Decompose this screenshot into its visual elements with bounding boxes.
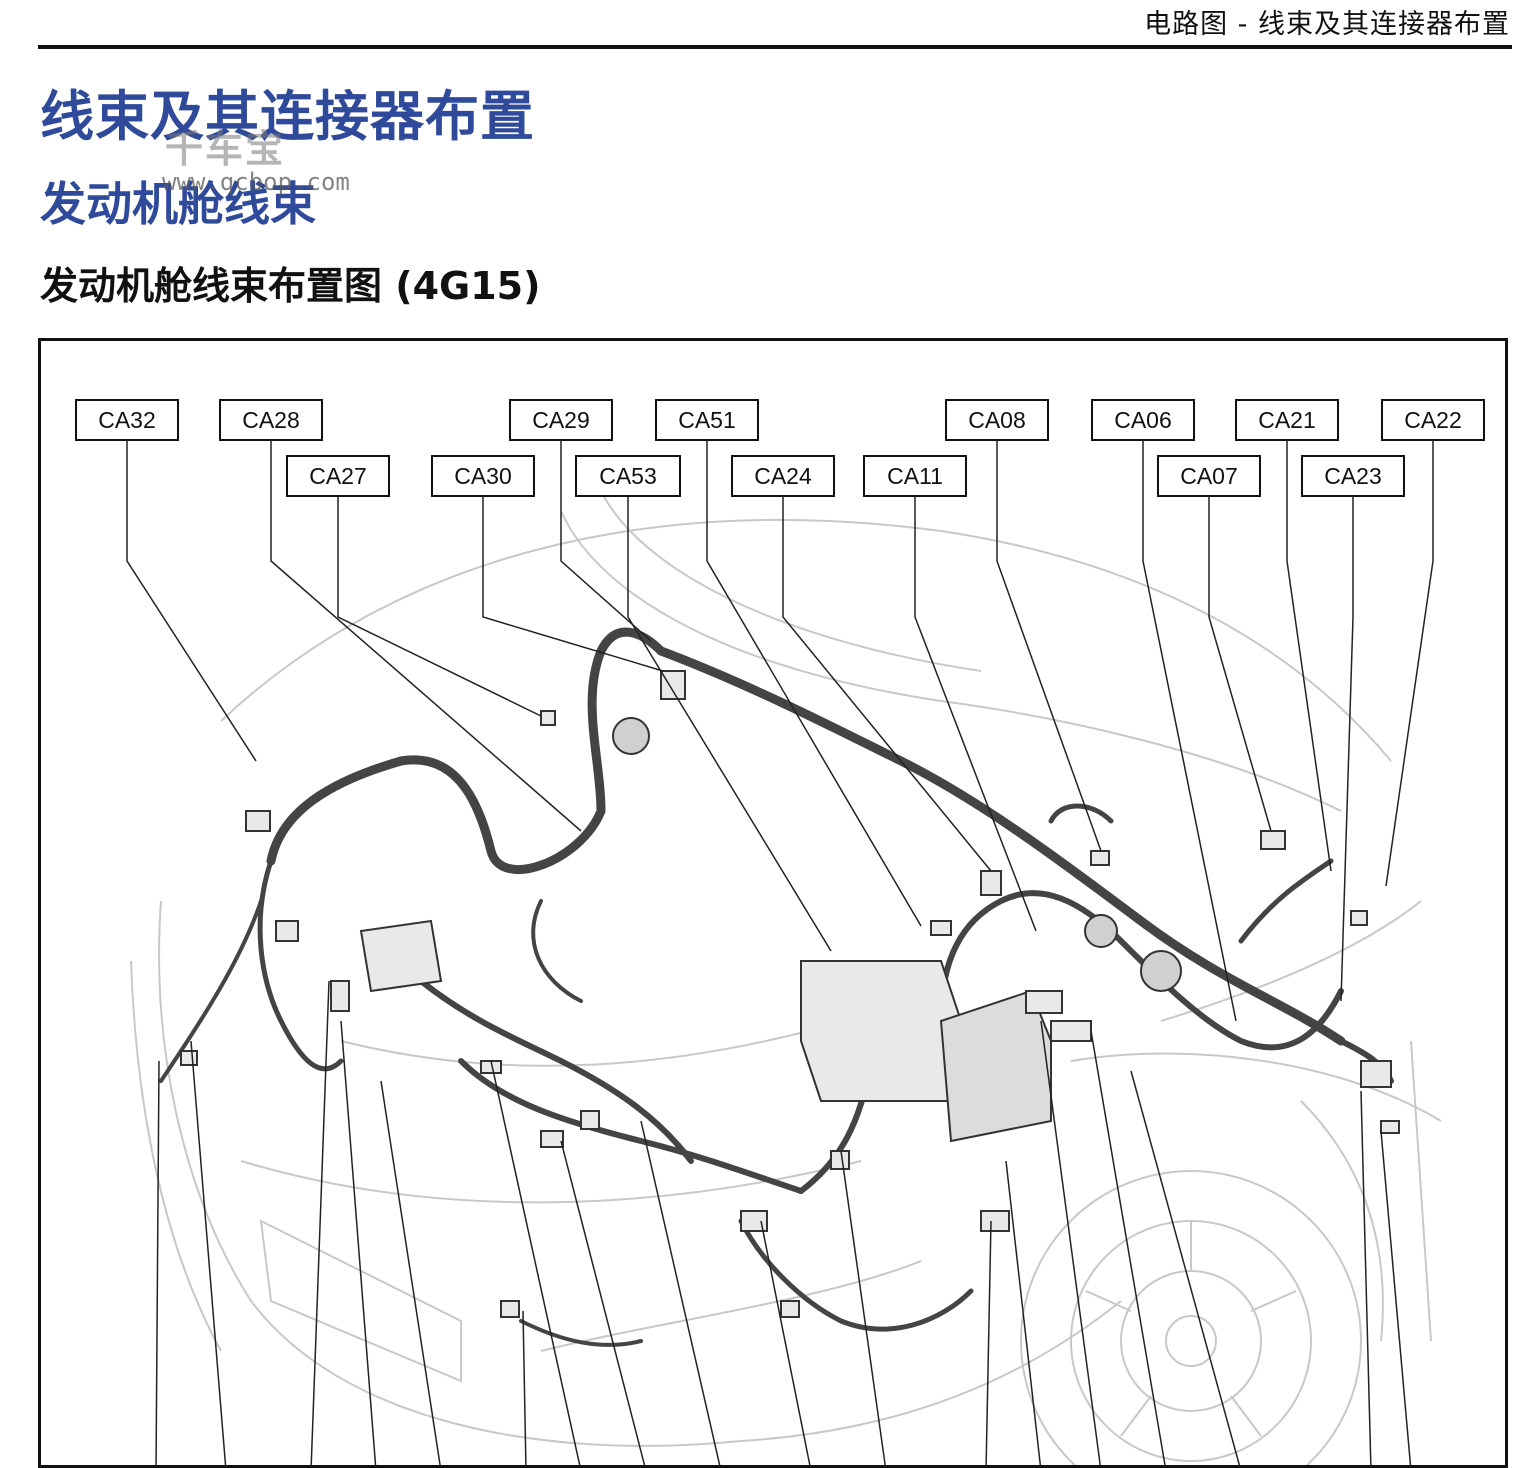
header-rule (38, 45, 1512, 49)
callout-label-ca53: CA53 (575, 455, 681, 497)
leader-line-ca11 (914, 497, 1037, 932)
leader-line-ca30 (482, 497, 664, 672)
leader-line-ca27 (337, 497, 542, 717)
callout-label-ca11: CA11 (863, 455, 967, 497)
callout-label-ca30: CA30 (431, 455, 535, 497)
harness-diagram (126, 441, 1442, 1465)
car-body-outline (130, 490, 1442, 1465)
leader-line-ca51 (706, 441, 922, 927)
callout-leader-lines (126, 441, 1434, 1022)
leader-line-ca23 (1340, 497, 1354, 1002)
leader-line-ca22 (1385, 441, 1434, 887)
leader-line-ca32 (126, 441, 257, 762)
callout-label-ca32: CA32 (75, 399, 179, 441)
leader-line-ca28 (270, 441, 582, 832)
callout-label-ca07: CA07 (1157, 455, 1261, 497)
leader-line-ca07 (1208, 497, 1272, 832)
callout-label-ca27: CA27 (286, 455, 390, 497)
lower-leader-lines (155, 980, 1412, 1465)
leader-line-ca06 (1142, 441, 1237, 1022)
leader-line-ca24 (782, 497, 992, 872)
callout-label-ca21: CA21 (1235, 399, 1339, 441)
section-title: 发动机舱线束布置图 (4G15) (40, 264, 541, 308)
callout-label-ca08: CA08 (945, 399, 1049, 441)
leader-line-ca21 (1286, 441, 1332, 872)
page-subtitle: 发动机舱线束 (40, 177, 316, 231)
callout-label-ca51: CA51 (655, 399, 759, 441)
callout-label-ca22: CA22 (1381, 399, 1485, 441)
callout-label-ca28: CA28 (219, 399, 323, 441)
harness-components (180, 670, 1400, 1318)
page-header: 电路图 - 线束及其连接器布置 (1144, 9, 1510, 40)
callout-label-ca24: CA24 (731, 455, 835, 497)
callout-label-ca29: CA29 (509, 399, 613, 441)
watermark-text: 千车宝 (165, 127, 286, 171)
watermark-url: www.qcbop.com (162, 168, 350, 196)
leader-line-ca08 (996, 441, 1102, 852)
leader-line-ca29 (560, 441, 652, 642)
callout-label-ca23: CA23 (1301, 455, 1405, 497)
page-title: 线束及其连接器布置 (40, 85, 535, 148)
leader-line-ca53 (627, 497, 832, 952)
callout-label-ca06: CA06 (1091, 399, 1195, 441)
